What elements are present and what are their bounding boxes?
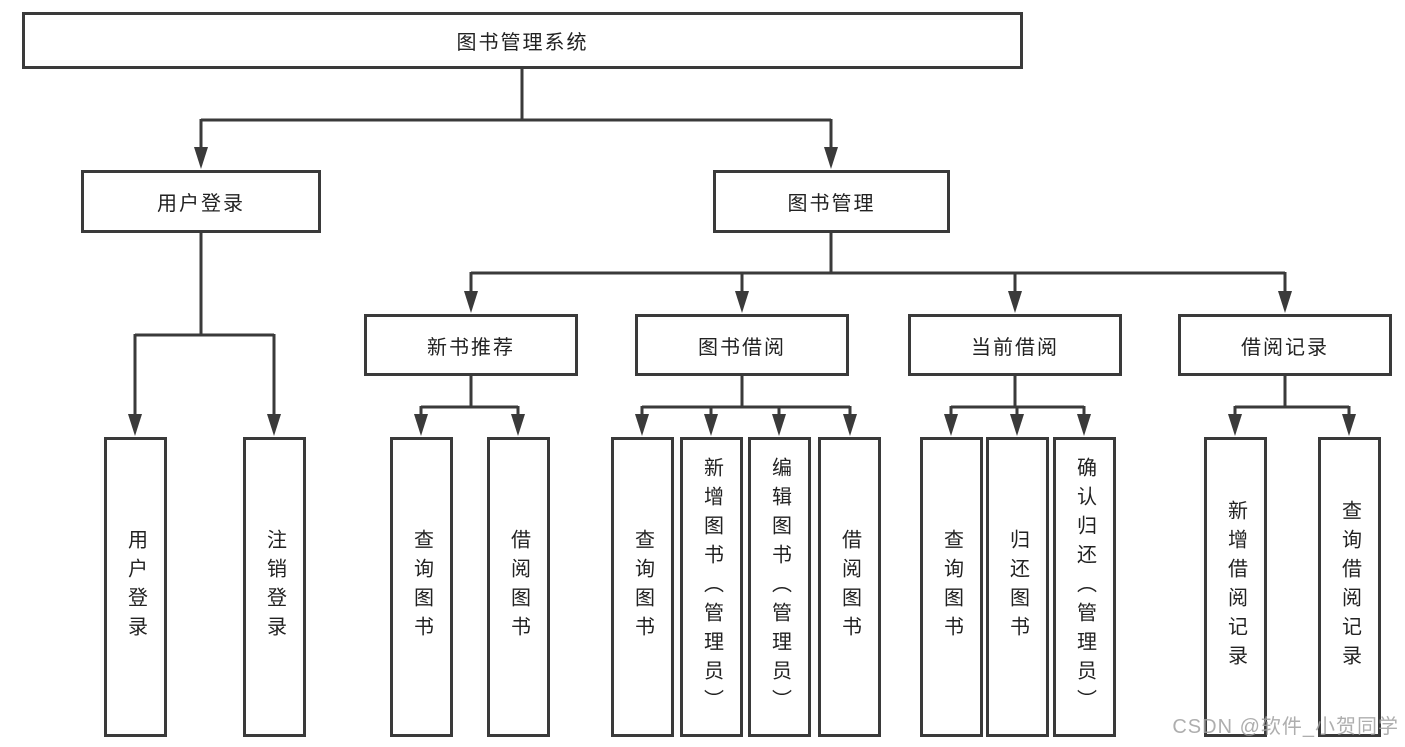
leaf-add-books-admin-label: 新增图书（管理员） xyxy=(700,456,723,718)
leaf-query-books-2: 查询图书 xyxy=(611,437,674,737)
node-borrowing-records-label: 借阅记录 xyxy=(1241,336,1329,359)
leaf-borrow-books-2-label: 借阅图书 xyxy=(838,529,861,645)
leaf-query-books-3-label: 查询图书 xyxy=(940,529,963,645)
node-library-system: 图书管理系统 xyxy=(22,12,1023,69)
leaf-logout-label: 注销登录 xyxy=(263,529,286,645)
csdn-watermark: CSDN @软件_小贺同学 xyxy=(1172,716,1399,738)
node-book-management-label: 图书管理 xyxy=(787,193,876,215)
leaf-query-borrow-record-label: 查询借阅记录 xyxy=(1338,500,1361,674)
node-new-book-recommend-label: 新书推荐 xyxy=(427,336,515,359)
leaf-return-books-label: 归还图书 xyxy=(1006,529,1029,645)
leaf-borrow-books-1: 借阅图书 xyxy=(487,437,550,737)
leaf-edit-books-admin-label: 编辑图书（管理员） xyxy=(768,456,791,718)
leaf-user-login-label: 用户登录 xyxy=(124,529,147,645)
leaf-borrow-books-1-label: 借阅图书 xyxy=(507,529,530,645)
node-user-login-label: 用户登录 xyxy=(157,193,245,215)
leaf-query-books-2-label: 查询图书 xyxy=(631,529,654,645)
node-book-borrowing: 图书借阅 xyxy=(635,314,849,376)
node-new-book-recommend: 新书推荐 xyxy=(364,314,578,376)
leaf-add-borrow-record: 新增借阅记录 xyxy=(1204,437,1267,737)
leaf-user-login: 用户登录 xyxy=(104,437,167,737)
leaf-query-borrow-record: 查询借阅记录 xyxy=(1318,437,1381,737)
leaf-borrow-books-2: 借阅图书 xyxy=(818,437,881,737)
node-book-management: 图书管理 xyxy=(713,170,950,233)
node-current-borrowing: 当前借阅 xyxy=(908,314,1122,376)
node-current-borrowing-label: 当前借阅 xyxy=(971,336,1059,359)
leaf-query-books-1: 查询图书 xyxy=(390,437,453,737)
node-user-login: 用户登录 xyxy=(81,170,321,233)
leaf-edit-books-admin: 编辑图书（管理员） xyxy=(748,437,811,737)
node-borrowing-records: 借阅记录 xyxy=(1178,314,1392,376)
leaf-confirm-return-admin-label: 确认归还（管理员） xyxy=(1073,456,1096,718)
leaf-logout: 注销登录 xyxy=(243,437,306,737)
leaf-query-books-1-label: 查询图书 xyxy=(410,529,433,645)
leaf-query-books-3: 查询图书 xyxy=(920,437,983,737)
node-library-system-label: 图书管理系统 xyxy=(456,32,589,54)
arrowheads xyxy=(128,147,1356,436)
leaf-confirm-return-admin: 确认归还（管理员） xyxy=(1053,437,1116,737)
leaf-return-books: 归还图书 xyxy=(986,437,1049,737)
leaf-add-borrow-record-label: 新增借阅记录 xyxy=(1224,500,1247,674)
leaf-add-books-admin: 新增图书（管理员） xyxy=(680,437,743,737)
node-book-borrowing-label: 图书借阅 xyxy=(698,336,786,359)
